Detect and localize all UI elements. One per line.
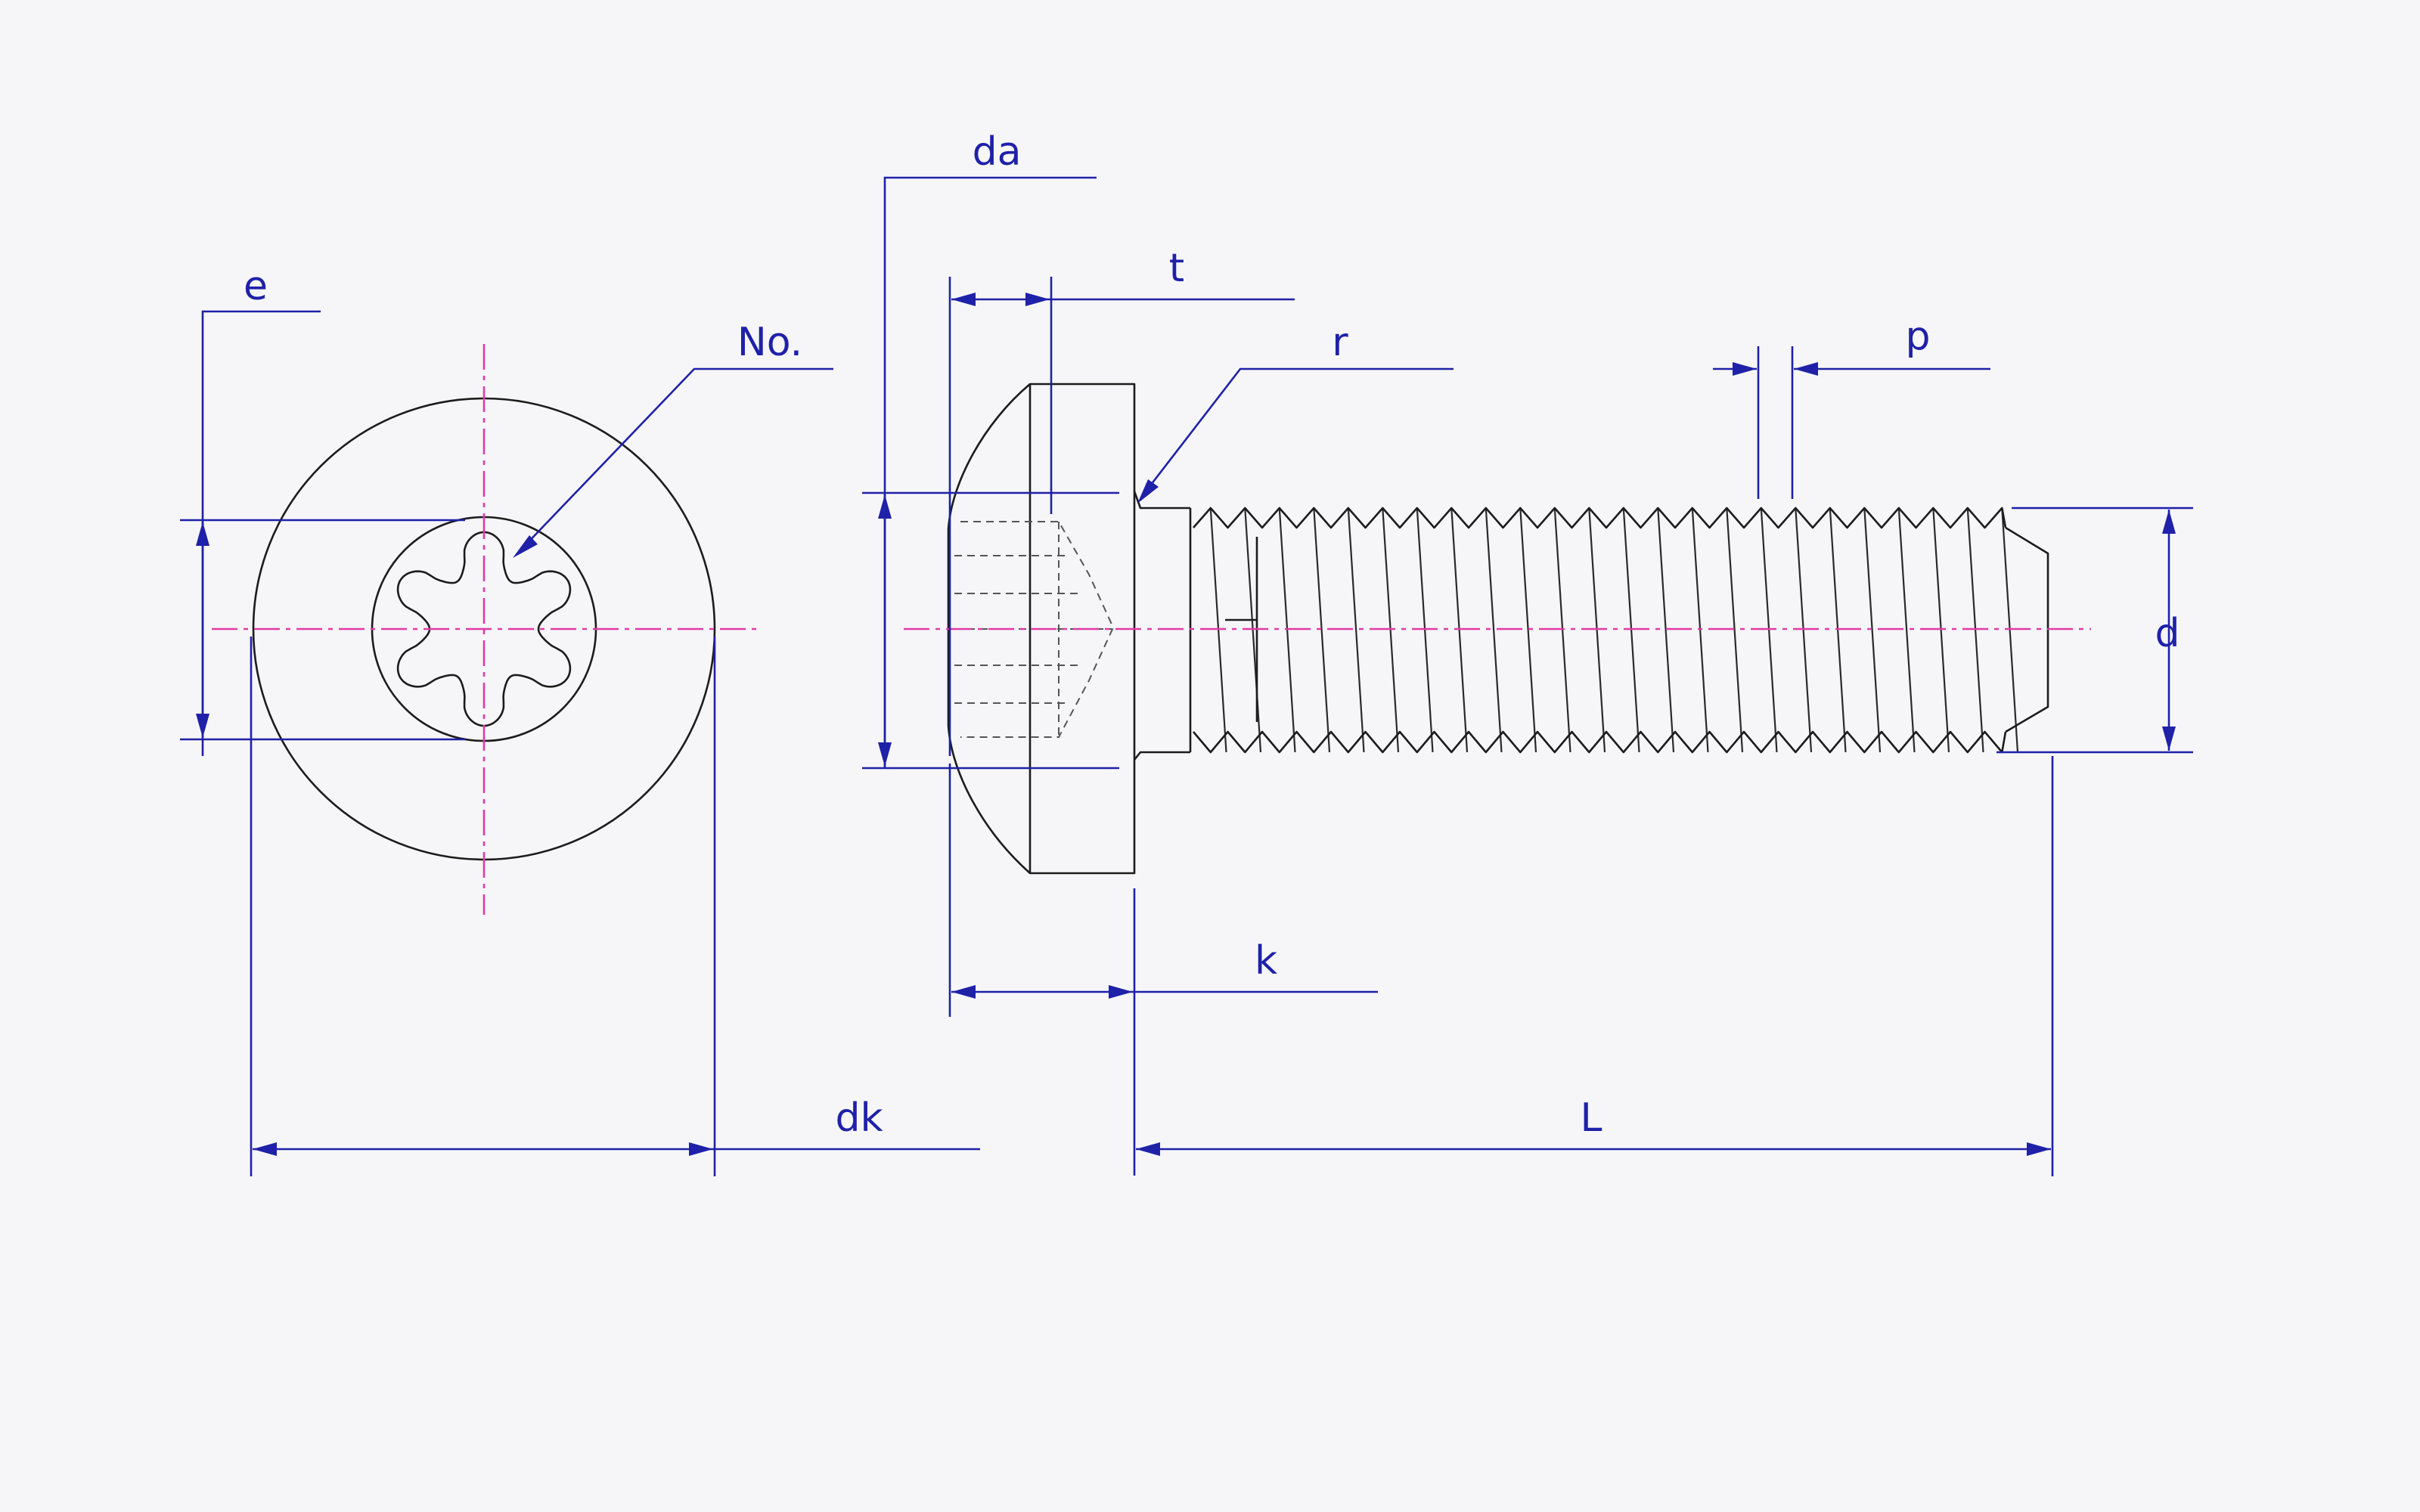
thread-helix-line: [1588, 507, 1606, 753]
leader-no: No.: [513, 320, 833, 558]
label-dk: dk: [835, 1095, 883, 1141]
thread-helix-line: [1829, 507, 1847, 753]
label-p: p: [1905, 314, 1930, 359]
label-k: k: [1255, 938, 1277, 984]
end-view: [212, 344, 756, 915]
dimension-t: t: [948, 246, 1295, 756]
thread-helix-line: [1657, 507, 1675, 753]
thread-helix-line: [1416, 507, 1434, 753]
thread-helix-line: [1795, 507, 1813, 753]
thread-helix-line: [1932, 507, 1950, 753]
thread-helix-line: [1897, 507, 1916, 753]
label-L: L: [1581, 1095, 1602, 1141]
thread-helix-line: [1347, 507, 1365, 753]
thread-helix-line: [1691, 507, 1709, 753]
dimension-d: d: [1996, 507, 2193, 754]
thread-helix-line: [1966, 507, 1984, 753]
thread-helix-line: [1450, 507, 1469, 753]
label-t: t: [1169, 246, 1184, 291]
thread-helix-line: [1519, 507, 1537, 753]
thread-helix-line: [1726, 507, 1744, 753]
screw-head: [947, 383, 1136, 875]
leader-r: r: [1137, 320, 1454, 503]
thread-crest-bottom: [1193, 730, 2007, 754]
label-no: No.: [737, 320, 802, 365]
thread-helix-line: [1313, 507, 1331, 753]
thread-helix-line: [1244, 507, 1262, 753]
thread-helix-line: [1209, 507, 1227, 753]
thread-helix-line: [1760, 507, 1778, 753]
thread-helix-line: [1622, 507, 1640, 753]
dimension-da: da: [862, 129, 1119, 770]
dimension-k: k: [948, 764, 1378, 1176]
label-e: e: [244, 264, 268, 309]
thread-helix-line: [1863, 507, 1882, 753]
label-r: r: [1332, 320, 1348, 365]
neck-lower: [1133, 751, 1190, 761]
thread-helix-line: [2001, 507, 2019, 753]
thread-crest-top: [1193, 507, 2007, 529]
thread-tip-chamfer: [2005, 526, 2049, 733]
thread-helix-line: [1382, 507, 1400, 753]
dimension-p: p: [1713, 314, 1990, 499]
threaded-shank: [1193, 507, 2049, 754]
thread-helix-line: [1485, 507, 1503, 753]
side-view: [904, 383, 2091, 875]
dimension-dk: dk: [250, 637, 980, 1176]
dimension-L: L: [1136, 756, 2054, 1176]
label-d: d: [2155, 611, 2180, 656]
label-da: da: [973, 129, 1022, 175]
neck-upper: [1133, 491, 1190, 510]
thread-helix-line: [1278, 507, 1296, 753]
dimension-e: e: [180, 264, 465, 756]
thread-helix-line: [1553, 507, 1571, 753]
